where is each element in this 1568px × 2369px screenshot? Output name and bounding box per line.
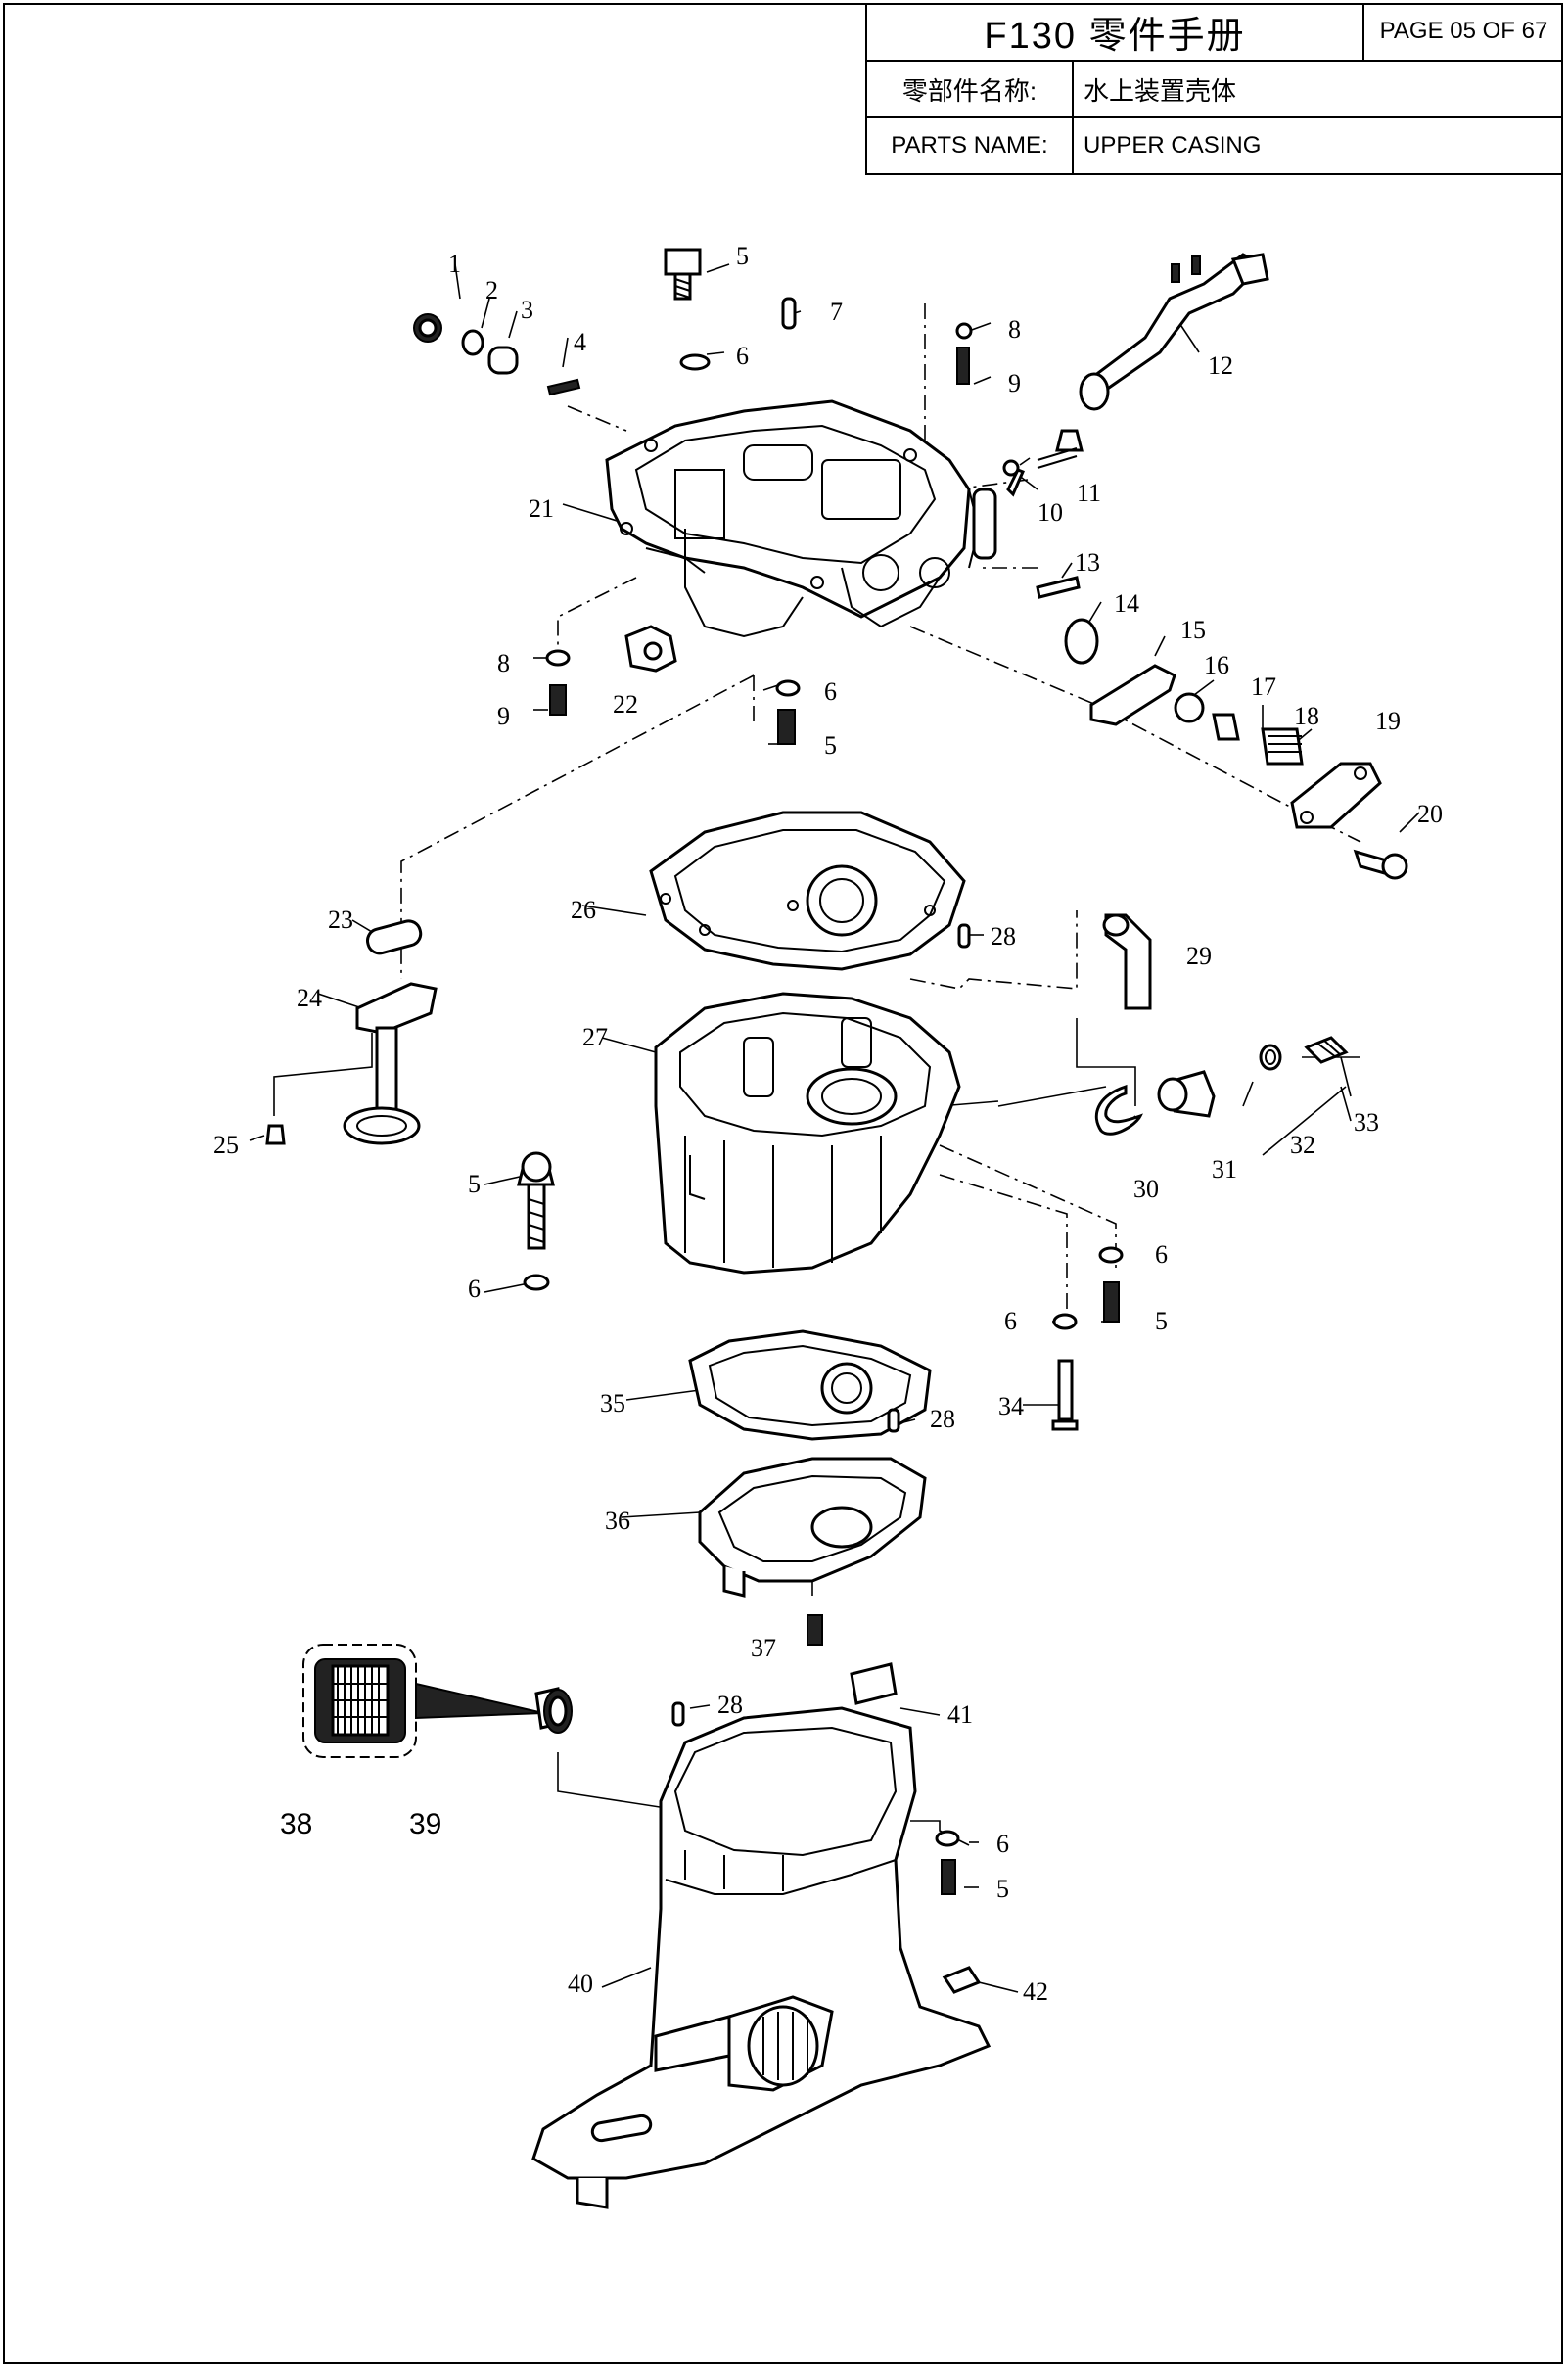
callout: 38 bbox=[280, 1808, 312, 1840]
callout: 6 bbox=[996, 1830, 1009, 1858]
manual-title: F130 零件手册 bbox=[867, 3, 1364, 62]
callout: 14 bbox=[1114, 589, 1139, 618]
callout: 1 bbox=[448, 250, 461, 278]
items-28-29 bbox=[957, 913, 1152, 1010]
callout: 12 bbox=[1208, 351, 1233, 380]
page-number: PAGE 05 OF 67 bbox=[1364, 3, 1563, 62]
callout: 28 bbox=[991, 922, 1016, 951]
parts-name-value-cn: 水上装置壳体 bbox=[1074, 62, 1563, 118]
callout: 5 bbox=[996, 1875, 1009, 1903]
callout: 13 bbox=[1075, 548, 1100, 577]
callout: 6 bbox=[736, 342, 749, 370]
callout: 15 bbox=[1180, 616, 1206, 644]
callout: 23 bbox=[328, 906, 353, 934]
gasket-26 bbox=[649, 811, 966, 971]
callout: 7 bbox=[830, 298, 843, 326]
callout: 37 bbox=[751, 1634, 776, 1662]
callout-labels: 1 2 3 4 5 6 7 8 9 10 11 12 13 14 15 16 1… bbox=[213, 242, 1443, 2006]
items-13-20 bbox=[1036, 576, 1408, 880]
callout: 24 bbox=[297, 984, 322, 1012]
callout: 42 bbox=[1023, 1977, 1048, 2006]
callout: 9 bbox=[1008, 369, 1021, 397]
callout: 26 bbox=[571, 896, 596, 924]
callout: 28 bbox=[930, 1405, 955, 1433]
callout: 36 bbox=[605, 1507, 630, 1535]
parts-name-label-cn: 零部件名称: bbox=[867, 62, 1074, 118]
callout: 40 bbox=[568, 1970, 593, 1998]
callout: 5 bbox=[1155, 1307, 1168, 1335]
title-block: F130 零件手册 PAGE 05 OF 67 零部件名称: 水上装置壳体 PA… bbox=[865, 3, 1563, 175]
casing-27 bbox=[654, 992, 961, 1275]
callout: 9 bbox=[497, 702, 510, 730]
callout: 33 bbox=[1354, 1108, 1379, 1137]
callout: 32 bbox=[1290, 1131, 1315, 1159]
callout: 27 bbox=[582, 1023, 608, 1051]
callout: 6 bbox=[468, 1275, 481, 1303]
drawing-frame bbox=[3, 3, 1563, 2364]
callout: 4 bbox=[574, 328, 586, 356]
callout: 8 bbox=[1008, 315, 1021, 344]
plate-36 bbox=[698, 1457, 927, 1646]
callout: 19 bbox=[1375, 707, 1401, 735]
callout: 34 bbox=[998, 1392, 1024, 1420]
callout: 35 bbox=[600, 1389, 625, 1417]
callout: 16 bbox=[1204, 651, 1229, 679]
callout: 21 bbox=[529, 494, 554, 523]
callout: 29 bbox=[1186, 942, 1212, 970]
callout: 2 bbox=[485, 276, 498, 304]
callout: 5 bbox=[468, 1170, 481, 1198]
callout: 5 bbox=[736, 242, 749, 270]
middle-fasteners bbox=[517, 1151, 1124, 1431]
items-30-33 bbox=[1094, 1036, 1349, 1136]
callout: 20 bbox=[1417, 800, 1443, 828]
callout: 39 bbox=[409, 1808, 441, 1840]
gasket-35 bbox=[688, 1329, 932, 1441]
upper-cover-21 bbox=[605, 399, 997, 638]
callout: 5 bbox=[824, 731, 837, 760]
callout: 41 bbox=[947, 1700, 973, 1729]
top-fasteners bbox=[413, 248, 1084, 497]
callout: 17 bbox=[1251, 673, 1276, 701]
callout: 22 bbox=[613, 690, 638, 719]
callout: 10 bbox=[1038, 498, 1063, 527]
callout: 28 bbox=[717, 1691, 743, 1719]
callout: 11 bbox=[1077, 479, 1101, 507]
parts-name-label-en: PARTS NAME: bbox=[867, 118, 1074, 173]
lower-casing-40 bbox=[531, 1662, 992, 2209]
bearing-detail-38-39 bbox=[302, 1644, 573, 1758]
callout: 25 bbox=[213, 1131, 239, 1159]
callout: 30 bbox=[1133, 1175, 1159, 1203]
hose-12 bbox=[1079, 253, 1269, 411]
oil-pickup-23-25 bbox=[265, 919, 438, 1145]
callout: 8 bbox=[497, 649, 510, 677]
callout: 6 bbox=[1155, 1240, 1168, 1269]
callout: 3 bbox=[521, 296, 533, 324]
left-fasteners bbox=[545, 625, 801, 745]
callout: 6 bbox=[1004, 1307, 1017, 1335]
callout: 6 bbox=[824, 677, 837, 706]
callout: 31 bbox=[1212, 1155, 1237, 1184]
parts-name-value-en: UPPER CASING bbox=[1084, 132, 1262, 159]
callout: 18 bbox=[1294, 702, 1319, 730]
